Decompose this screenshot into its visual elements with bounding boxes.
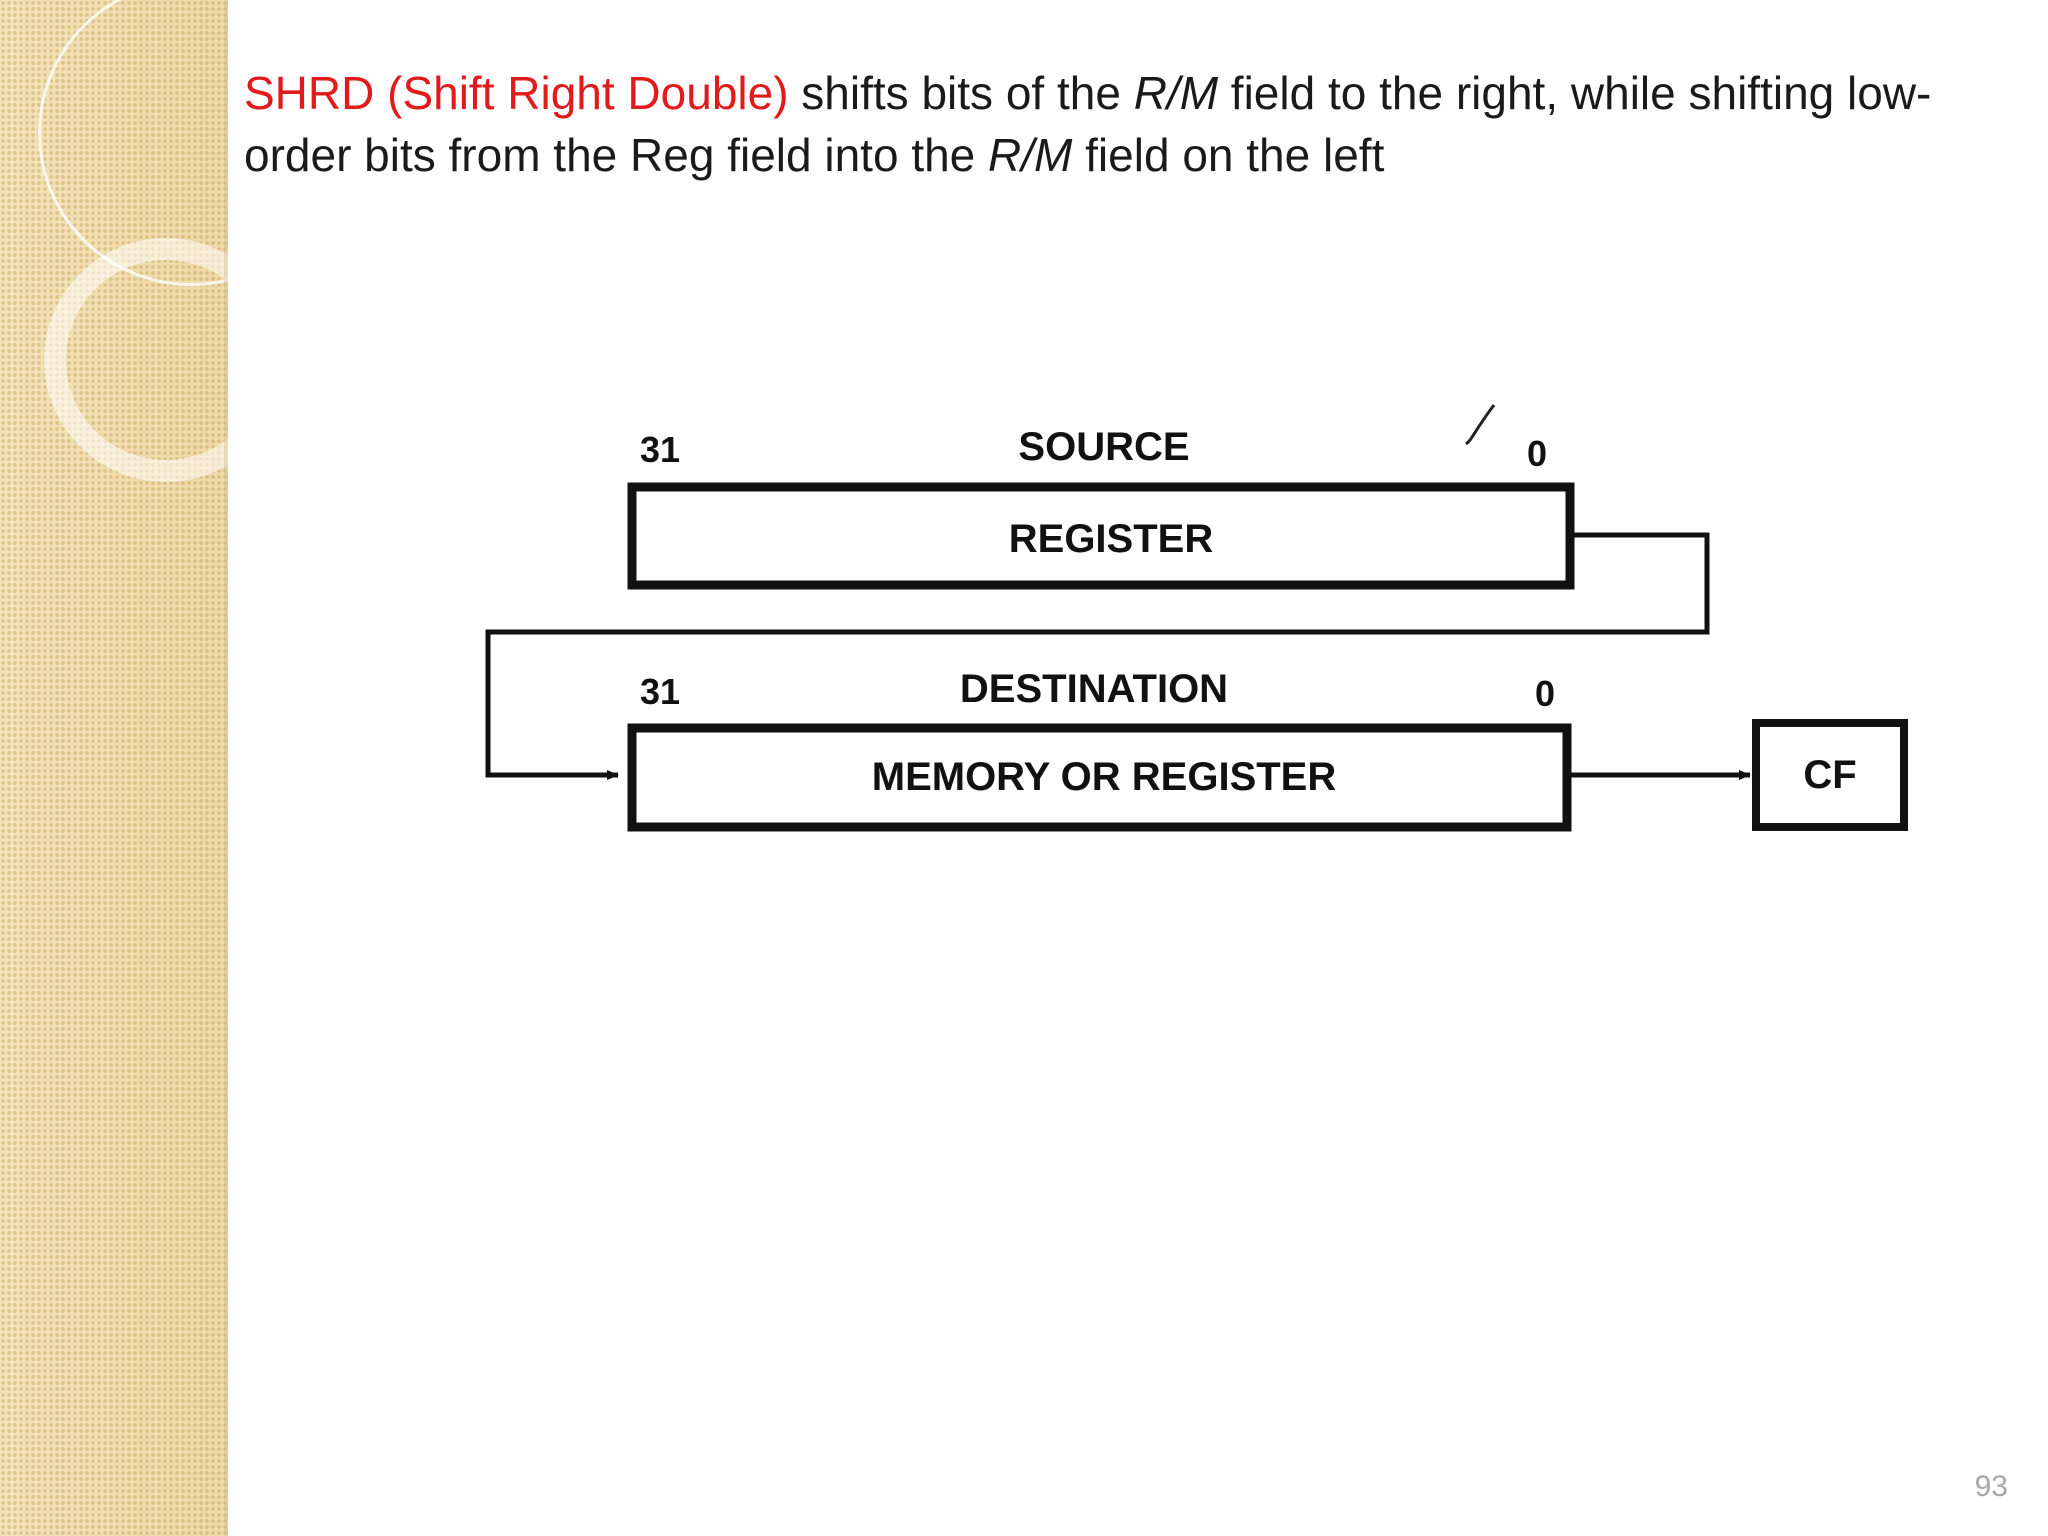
- destination-caption: DESTINATION: [960, 667, 1228, 711]
- destination-high-bit-label: 31: [640, 671, 680, 712]
- source-caption: SOURCE: [1018, 425, 1189, 469]
- description-text-3: field on the left: [1072, 129, 1385, 181]
- carry-flag-label: CF: [1803, 753, 1856, 797]
- rm-term-2: R/M: [988, 129, 1073, 181]
- destination-box-label: MEMORY OR REGISTER: [872, 755, 1337, 799]
- description-text-1: shifts bits of the: [788, 67, 1134, 119]
- destination-low-bit-label: 0: [1535, 673, 1555, 714]
- slide-description: SHRD (Shift Right Double) shifts bits of…: [244, 62, 1984, 186]
- decorative-sidebar: [0, 0, 228, 1536]
- transfer-path-line: [485, 532, 1710, 780]
- source-register-box: [627, 482, 1575, 590]
- pen-stroke-mark: [1465, 404, 1496, 446]
- source-low-bit-label: 0: [1527, 433, 1547, 474]
- page-number: 93: [1974, 1470, 2008, 1503]
- carry-flag-box: [1752, 719, 1908, 831]
- destination-box: [627, 723, 1572, 832]
- rm-term-1: R/M: [1133, 67, 1219, 119]
- source-register-label: REGISTER: [1009, 517, 1214, 561]
- instruction-name: SHRD (Shift Right Double): [244, 67, 789, 119]
- description-text-2: field to the right, while shifting low-o…: [244, 67, 1932, 181]
- source-high-bit-label: 31: [640, 429, 680, 470]
